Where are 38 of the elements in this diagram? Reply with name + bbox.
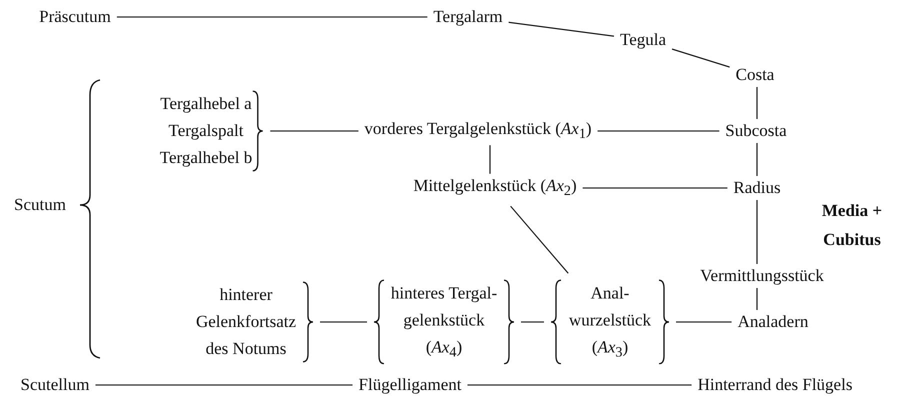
term-label: hinteres Tergal- gelenkstück (Ax$_{4}$): [390, 282, 498, 364]
term-label: Tergalarm: [433, 7, 503, 27]
connector-line: [672, 48, 730, 68]
connector-line: [510, 206, 569, 274]
term-label: Hinterrand des Flügels: [698, 375, 852, 395]
connector-line: [508, 22, 614, 37]
term-label: Mittelgelenkstück (Ax$_{2}$): [413, 176, 577, 200]
connector-line: [756, 87, 758, 119]
connector-line: [489, 145, 491, 174]
term-label: vorderes Tergalgelenkstück (Ax$_{1}$): [364, 118, 592, 144]
term-label: Radius: [733, 178, 781, 198]
connector-line: [756, 200, 758, 264]
term-label: Analadern: [738, 312, 808, 332]
connector-line: [467, 384, 692, 386]
connector-line: [582, 187, 728, 189]
term-label: Tergalhebel b: [160, 148, 252, 170]
connector-line: [676, 321, 732, 323]
connector-line: [756, 143, 758, 176]
term-label: Anal- wurzelstück (Ax$_{3}$): [568, 282, 652, 364]
connector-line: [95, 384, 353, 386]
term-label: Tergalspalt: [168, 120, 244, 142]
term-label: Vermittlungsstück: [700, 266, 824, 286]
connector-line: [116, 16, 428, 18]
vein-label: Media + Cubitus: [820, 200, 884, 251]
term-label: Scutellum: [20, 375, 90, 395]
term-label: hinterer Gelenkfortsatz des Notums: [194, 284, 298, 361]
connector-line: [270, 130, 358, 132]
term-label: Scutum: [14, 195, 66, 215]
term-label: Flügelligament: [358, 375, 462, 395]
connector-line: [598, 130, 720, 132]
connector-line: [756, 288, 758, 310]
term-label: Präscutum: [39, 7, 111, 27]
term-label: Tegula: [620, 30, 666, 50]
connector-line: [521, 321, 544, 323]
term-label: Tergalhebel a: [160, 93, 252, 116]
connector-line: [320, 321, 367, 323]
term-label: Subcosta: [725, 121, 787, 141]
term-label: Costa: [736, 65, 774, 85]
